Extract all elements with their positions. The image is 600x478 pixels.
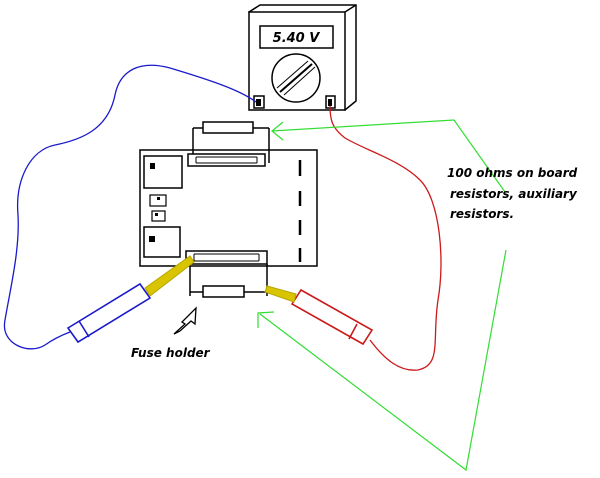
auxiliary-resistor-top bbox=[202, 121, 254, 134]
red-probe-handle bbox=[290, 288, 374, 346]
pointer-lines bbox=[257, 119, 507, 472]
pointer-arrow-icon bbox=[173, 306, 197, 335]
circuit-board bbox=[139, 149, 318, 267]
black-lead-wire bbox=[3, 64, 257, 350]
red-probe-tip bbox=[264, 285, 297, 303]
pointer-arrowhead-bottom bbox=[257, 311, 275, 328]
resistor-label: 100 ohms on board resistors, auxiliary r… bbox=[447, 166, 578, 221]
top-resistor-assembly bbox=[187, 121, 270, 167]
auxiliary-resistor-bottom bbox=[202, 285, 245, 298]
black-probe-tip bbox=[144, 255, 195, 297]
onboard-resistor-top bbox=[187, 153, 266, 167]
pointer-arrowhead-top bbox=[271, 121, 284, 141]
component-small-1 bbox=[149, 194, 167, 207]
component-small-2 bbox=[151, 210, 166, 222]
fuse-holder-assembly bbox=[185, 250, 268, 298]
component-top bbox=[143, 155, 183, 189]
red-lead-wire bbox=[329, 105, 442, 371]
pointer-line-top bbox=[271, 119, 506, 193]
resistor-label-line2: resistors, auxiliary bbox=[450, 187, 578, 201]
resistor-label-line1: 100 ohms on board bbox=[447, 166, 578, 180]
rotary-dial-icon[interactable] bbox=[271, 53, 321, 103]
black-test-lead[interactable] bbox=[3, 64, 257, 350]
resistor-label-line3: resistors. bbox=[450, 207, 514, 221]
black-probe-handle bbox=[66, 282, 152, 344]
red-test-lead[interactable] bbox=[264, 105, 442, 371]
fuse-holder-label: Fuse holder bbox=[131, 346, 211, 360]
fuse-holder bbox=[185, 250, 268, 265]
meter-reading: 5.40 V bbox=[273, 31, 321, 46]
pointer-line-bottom bbox=[259, 249, 507, 472]
meter-display bbox=[259, 25, 334, 49]
multimeter: 5.40 V bbox=[247, 4, 357, 112]
